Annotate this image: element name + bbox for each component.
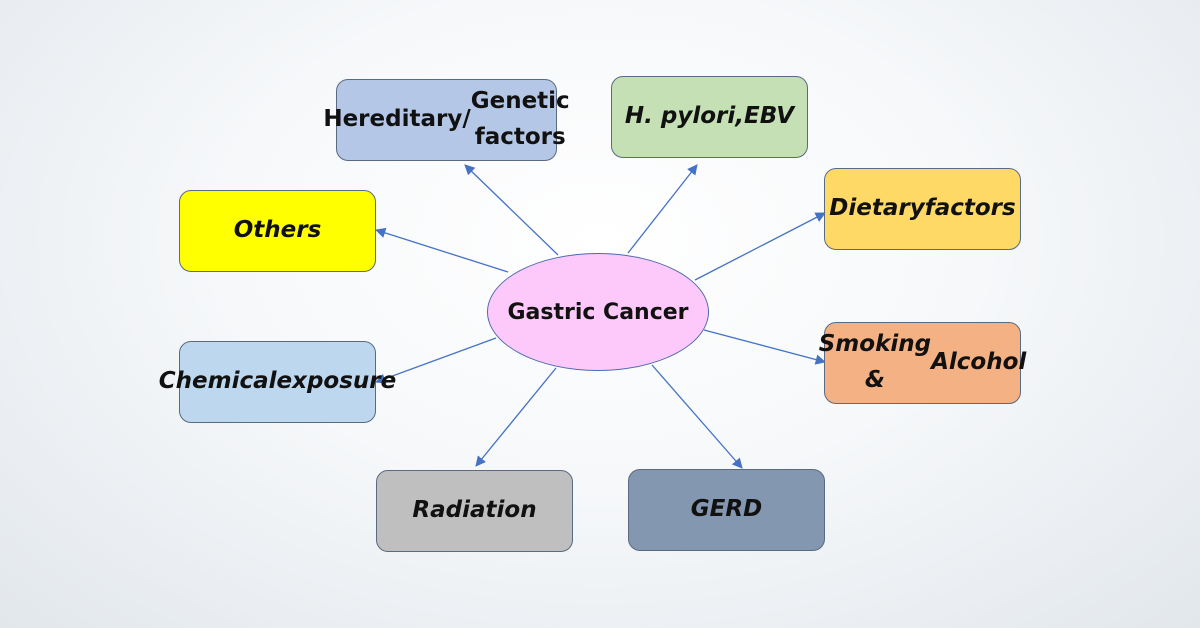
factor-label-line: Alcohol: [931, 349, 1027, 376]
factor-box-h-pylori: H. pylori, EBV: [611, 76, 808, 158]
factor-box-dietary: Dietary factors: [824, 168, 1021, 250]
arrow-to-radiation: [475, 367, 557, 467]
factor-label-line: exposure: [276, 368, 397, 395]
arrow-to-gerd: [651, 364, 743, 469]
factor-box-others: Others: [179, 190, 376, 272]
factor-box-radiation: Radiation: [376, 470, 573, 552]
arrow-to-chemical: [375, 337, 497, 384]
factor-label-line: factors: [924, 195, 1016, 222]
factor-label-line: Dietary: [829, 195, 925, 222]
arrow-to-hereditary: [464, 164, 559, 256]
arrow-to-h-pylori: [627, 164, 698, 254]
factor-label-line: Chemical: [158, 368, 277, 395]
factor-label-line: Hereditary/: [323, 106, 471, 133]
arrow-to-smoking: [703, 329, 827, 365]
factor-label-line: Others: [233, 217, 322, 244]
factor-box-chemical: Chemical exposure: [159, 341, 396, 423]
arrow-to-others: [375, 227, 509, 273]
factor-box-gerd: GERD: [628, 469, 825, 551]
factor-box-hereditary: Hereditary/ Genetic factors: [323, 79, 570, 161]
center-node-gastric-cancer: Gastric Cancer: [487, 253, 709, 371]
factor-box-smoking: Smoking & Alcohol: [819, 322, 1026, 404]
factor-label-line: Smoking &: [818, 331, 932, 393]
factor-label-line: GERD: [690, 496, 763, 523]
factor-label-line: EBV: [743, 103, 795, 130]
factor-label-line: Genetic factors: [470, 88, 570, 150]
arrow-to-dietary: [694, 212, 826, 281]
factor-label-line: H. pylori,: [624, 103, 744, 130]
factor-label-line: Radiation: [412, 497, 537, 524]
center-label: Gastric Cancer: [507, 299, 689, 325]
